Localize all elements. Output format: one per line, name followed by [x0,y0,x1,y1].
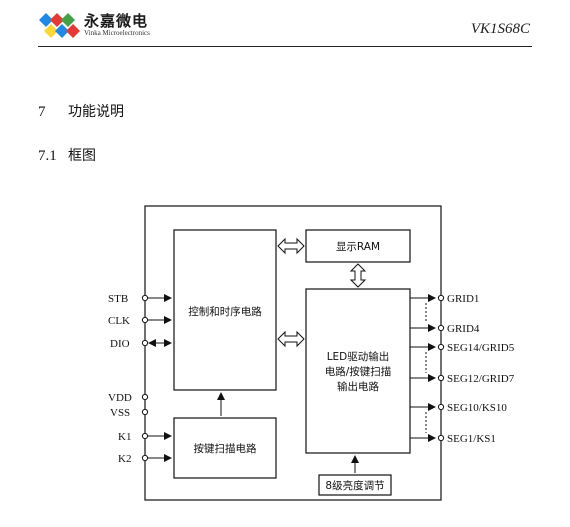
control-timing-label: 控制和时序电路 [188,305,262,318]
svg-text:CLK: CLK [108,315,130,327]
svg-text:SEG1/KS1: SEG1/KS1 [447,433,496,445]
model-number: VK1S68C [470,21,530,37]
key-scan-block: 按键扫描电路 [173,417,277,479]
control-ram-bus-arrow [277,237,305,255]
subsection-number: 7.1 [38,148,57,164]
svg-text:GRID1: GRID1 [447,293,479,305]
pin-vss: VSS [110,407,149,419]
company-name-cn: 永嘉微电 [84,12,149,30]
pin-stb: STB [108,293,172,305]
led-driver-label-line2: 电路/按键扫描 [325,365,392,378]
svg-text:DIO: DIO [110,338,130,350]
pin-seg1-ks1: SEG1/KS1 [410,433,496,445]
display-ram-label: 显示RAM [336,241,380,253]
vinka-logo [38,8,188,44]
display-ram-block: 显示RAM [305,229,411,263]
pin-clk: CLK [108,315,172,327]
pin-grid1: GRID1 [410,293,479,305]
control-timing-block: 控制和时序电路 [173,229,277,391]
diamond-logo-icon [39,13,80,38]
led-driver-block: LED驱动输出 电路/按键扫描 输出电路 [305,288,411,454]
section-heading: 7 功能说明 [38,101,124,121]
pin-grid4: GRID4 [410,323,480,335]
subsection-heading: 7.1 框图 [38,145,96,165]
section-number: 7 [38,104,46,120]
led-driver-label-line3: 输出电路 [337,380,379,393]
svg-text:STB: STB [108,293,128,305]
company-name-en: Vinka Microelectronics [84,29,150,37]
svg-text:K2: K2 [118,453,131,465]
pin-vdd: VDD [108,392,149,404]
svg-text:SEG14/GRID5: SEG14/GRID5 [447,342,515,354]
svg-text:VSS: VSS [110,407,130,419]
header-divider [38,46,532,47]
ram-led-bus-arrow [349,263,367,288]
pin-k2: K2 [118,453,172,465]
pin-seg12-grid7: SEG12/GRID7 [410,373,515,385]
brightness-block: 8级亮度调节 [318,474,392,496]
pin-k1: K1 [118,431,172,443]
pin-seg14-grid5: SEG14/GRID5 [410,342,515,354]
control-led-bus-arrow [277,330,305,348]
pin-dio: DIO [110,338,172,350]
brightness-label: 8级亮度调节 [325,479,384,492]
svg-text:GRID4: GRID4 [447,323,480,335]
svg-text:K1: K1 [118,431,131,443]
svg-text:SEG10/KS10: SEG10/KS10 [447,402,507,414]
led-driver-label-line1: LED驱动输出 [327,350,390,363]
key-scan-label: 按键扫描电路 [194,442,257,455]
chip-outline [144,205,442,501]
subsection-title: 框图 [68,148,96,164]
svg-text:SEG12/GRID7: SEG12/GRID7 [447,373,515,385]
section-title: 功能说明 [68,104,124,120]
pin-seg10-ks10: SEG10/KS10 [410,402,507,414]
svg-text:VDD: VDD [108,392,132,404]
